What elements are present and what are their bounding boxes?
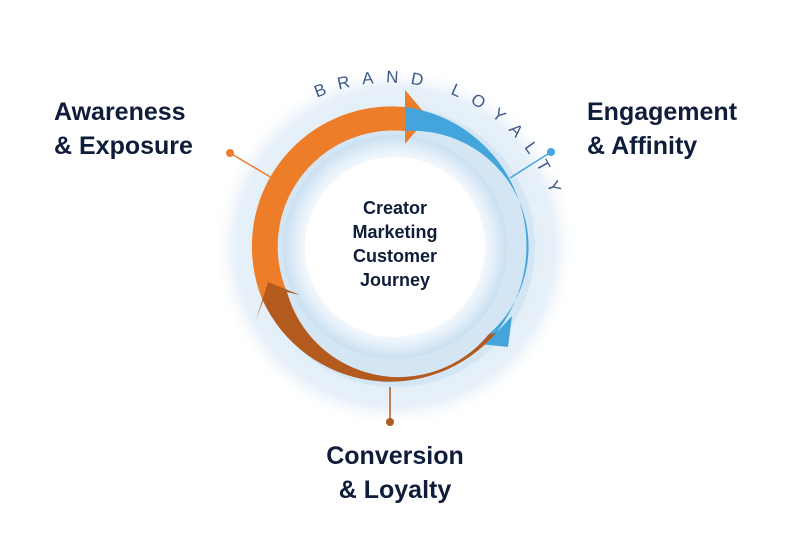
center-title-line2: Marketing	[352, 222, 438, 242]
engagement-label: Engagement & Affinity	[587, 95, 737, 163]
conversion-label: Conversion & Loyalty	[300, 439, 490, 507]
engagement-label-line1: Engagement	[587, 98, 738, 126]
center-title-line4: Journey	[359, 270, 431, 290]
awareness-label-line2: & Exposure	[54, 132, 193, 160]
conversion-dot	[386, 418, 394, 426]
conversion-label-line1: Conversion	[326, 442, 464, 470]
engagement-connector	[509, 151, 552, 179]
conversion-arc	[256, 282, 496, 382]
engagement-label-line2: & Affinity	[587, 132, 698, 160]
awareness-label: Awareness & Exposure	[54, 95, 193, 163]
engagement-dot	[547, 148, 555, 156]
awareness-connector	[229, 152, 273, 179]
center-title-line1: Creator	[362, 198, 428, 218]
awareness-dot	[226, 149, 234, 157]
engagement-arc	[405, 107, 529, 347]
center-disc	[305, 157, 485, 337]
conversion-label-line2: & Loyalty	[338, 476, 452, 504]
center-title-line3: Customer	[352, 246, 437, 266]
center-title: Creator Marketing Customer Journey	[316, 196, 474, 292]
awareness-label-line1: Awareness	[54, 98, 186, 126]
